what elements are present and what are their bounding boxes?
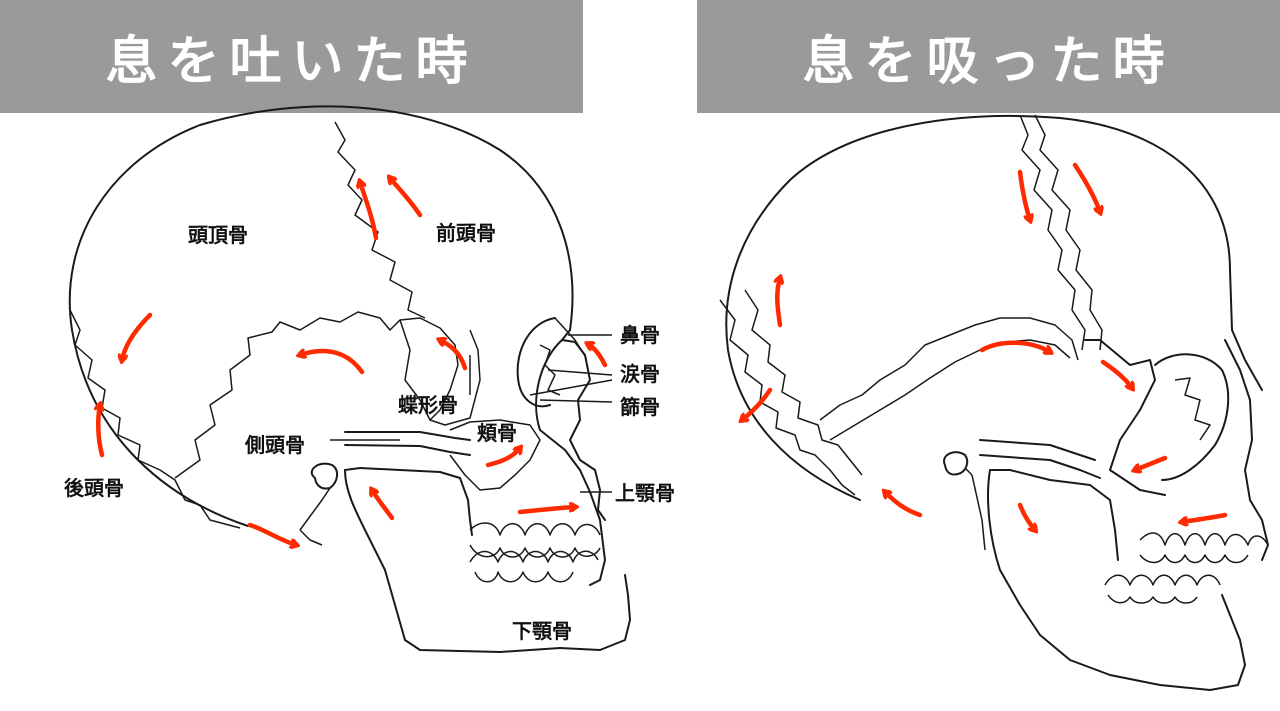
arrow-exhale-3 [122,312,153,360]
right-orbit-inner [1174,377,1211,441]
right-face-outline [1224,339,1269,561]
label-maxilla: 上顎骨 [615,481,675,505]
label-frontal: 前頭骨 [436,221,496,245]
left-squamosal-suture [174,311,459,479]
label-parietal: 頭頂骨 [188,223,248,247]
arrow-exhale-4 [98,405,102,458]
arrow-exhale-10 [517,507,575,515]
left-mastoid [310,462,338,490]
right-arrows [742,162,1228,530]
label-sphenoid: 蝶形骨 [398,393,458,417]
left-skull: 頭頂骨 前頭骨 鼻骨 涙骨 篩骨 蝶形骨 頬骨 側頭骨 後頭骨 上顎骨 下顎骨 [64,105,675,653]
right-zygomatic [1084,339,1166,496]
left-arrows [98,178,608,545]
right-mandible [987,469,1246,691]
left-nasal-bone [554,317,586,357]
arrow-inhale-3 [777,278,780,328]
arrow-inhale-4 [742,387,773,420]
left-maxilla-outline [561,339,606,521]
right-mastoid [943,451,969,476]
label-temporal: 側頭骨 [244,433,305,457]
left-zygomatic-arch [344,431,471,456]
left-orbit [516,317,556,408]
label-nasal: 鼻骨 [620,323,660,347]
left-lower-teeth [469,550,599,583]
left-upper-teeth [469,522,601,558]
left-coronal-suture [334,121,426,319]
label-ethmoid: 篩骨 [620,395,660,419]
right-skull [719,114,1269,691]
left-lambdoid-suture [69,309,241,529]
right-orbit [1154,353,1230,481]
label-mandible: 下顎骨 [512,619,572,643]
inhale-header: 息を吸った時 [697,0,1280,113]
right-lambdoid-suture [719,299,856,496]
arrow-exhale-2 [390,178,423,218]
right-lambdoid-suture-2 [744,289,863,476]
left-mandible [344,469,631,653]
left-sphenoid-outline [399,319,481,426]
label-zygomatic: 頬骨 [477,421,517,445]
arrow-inhale-6 [979,340,1050,352]
exhale-title: 息を吐いた時 [105,32,478,92]
right-coronoid [964,467,986,551]
label-lacrimal: 涙骨 [620,362,660,386]
left-zygomatic-bone [449,419,541,491]
right-lower-teeth [1104,574,1221,604]
arrow-inhale-10 [1017,502,1035,530]
inhale-title: 息を吸った時 [802,32,1175,92]
left-coronoid [299,487,331,546]
right-squamosal-suture-2 [829,339,1071,441]
arrow-exhale-11 [372,490,395,521]
right-mandible-ramus [989,469,1119,561]
right-coronal-suture [1019,114,1086,351]
arrow-exhale-1 [360,182,379,241]
arrow-exhale-8 [588,344,608,368]
left-leader-lines [330,334,613,493]
right-squamosal-suture [819,317,1079,421]
arrow-exhale-6 [300,351,365,375]
label-occipital: 後頭骨 [64,476,124,500]
arrow-inhale-7 [1100,359,1132,388]
arrow-inhale-9 [1182,512,1228,522]
right-cranium-outline [725,114,1263,501]
arrow-inhale-5 [885,492,923,518]
arrow-exhale-5 [247,522,296,545]
arrow-exhale-7 [440,340,468,371]
exhale-header: 息を吐いた時 [0,0,583,113]
right-upper-teeth [1139,532,1269,564]
left-mandible-ramus [344,467,473,536]
arrow-exhale-9 [485,448,520,468]
right-zygomatic-arch [979,439,1101,479]
arrow-inhale-1 [1017,169,1030,220]
arrow-inhale-8 [1135,455,1168,470]
arrow-inhale-2 [1072,162,1100,212]
right-coronal-suture-2 [1034,114,1103,351]
